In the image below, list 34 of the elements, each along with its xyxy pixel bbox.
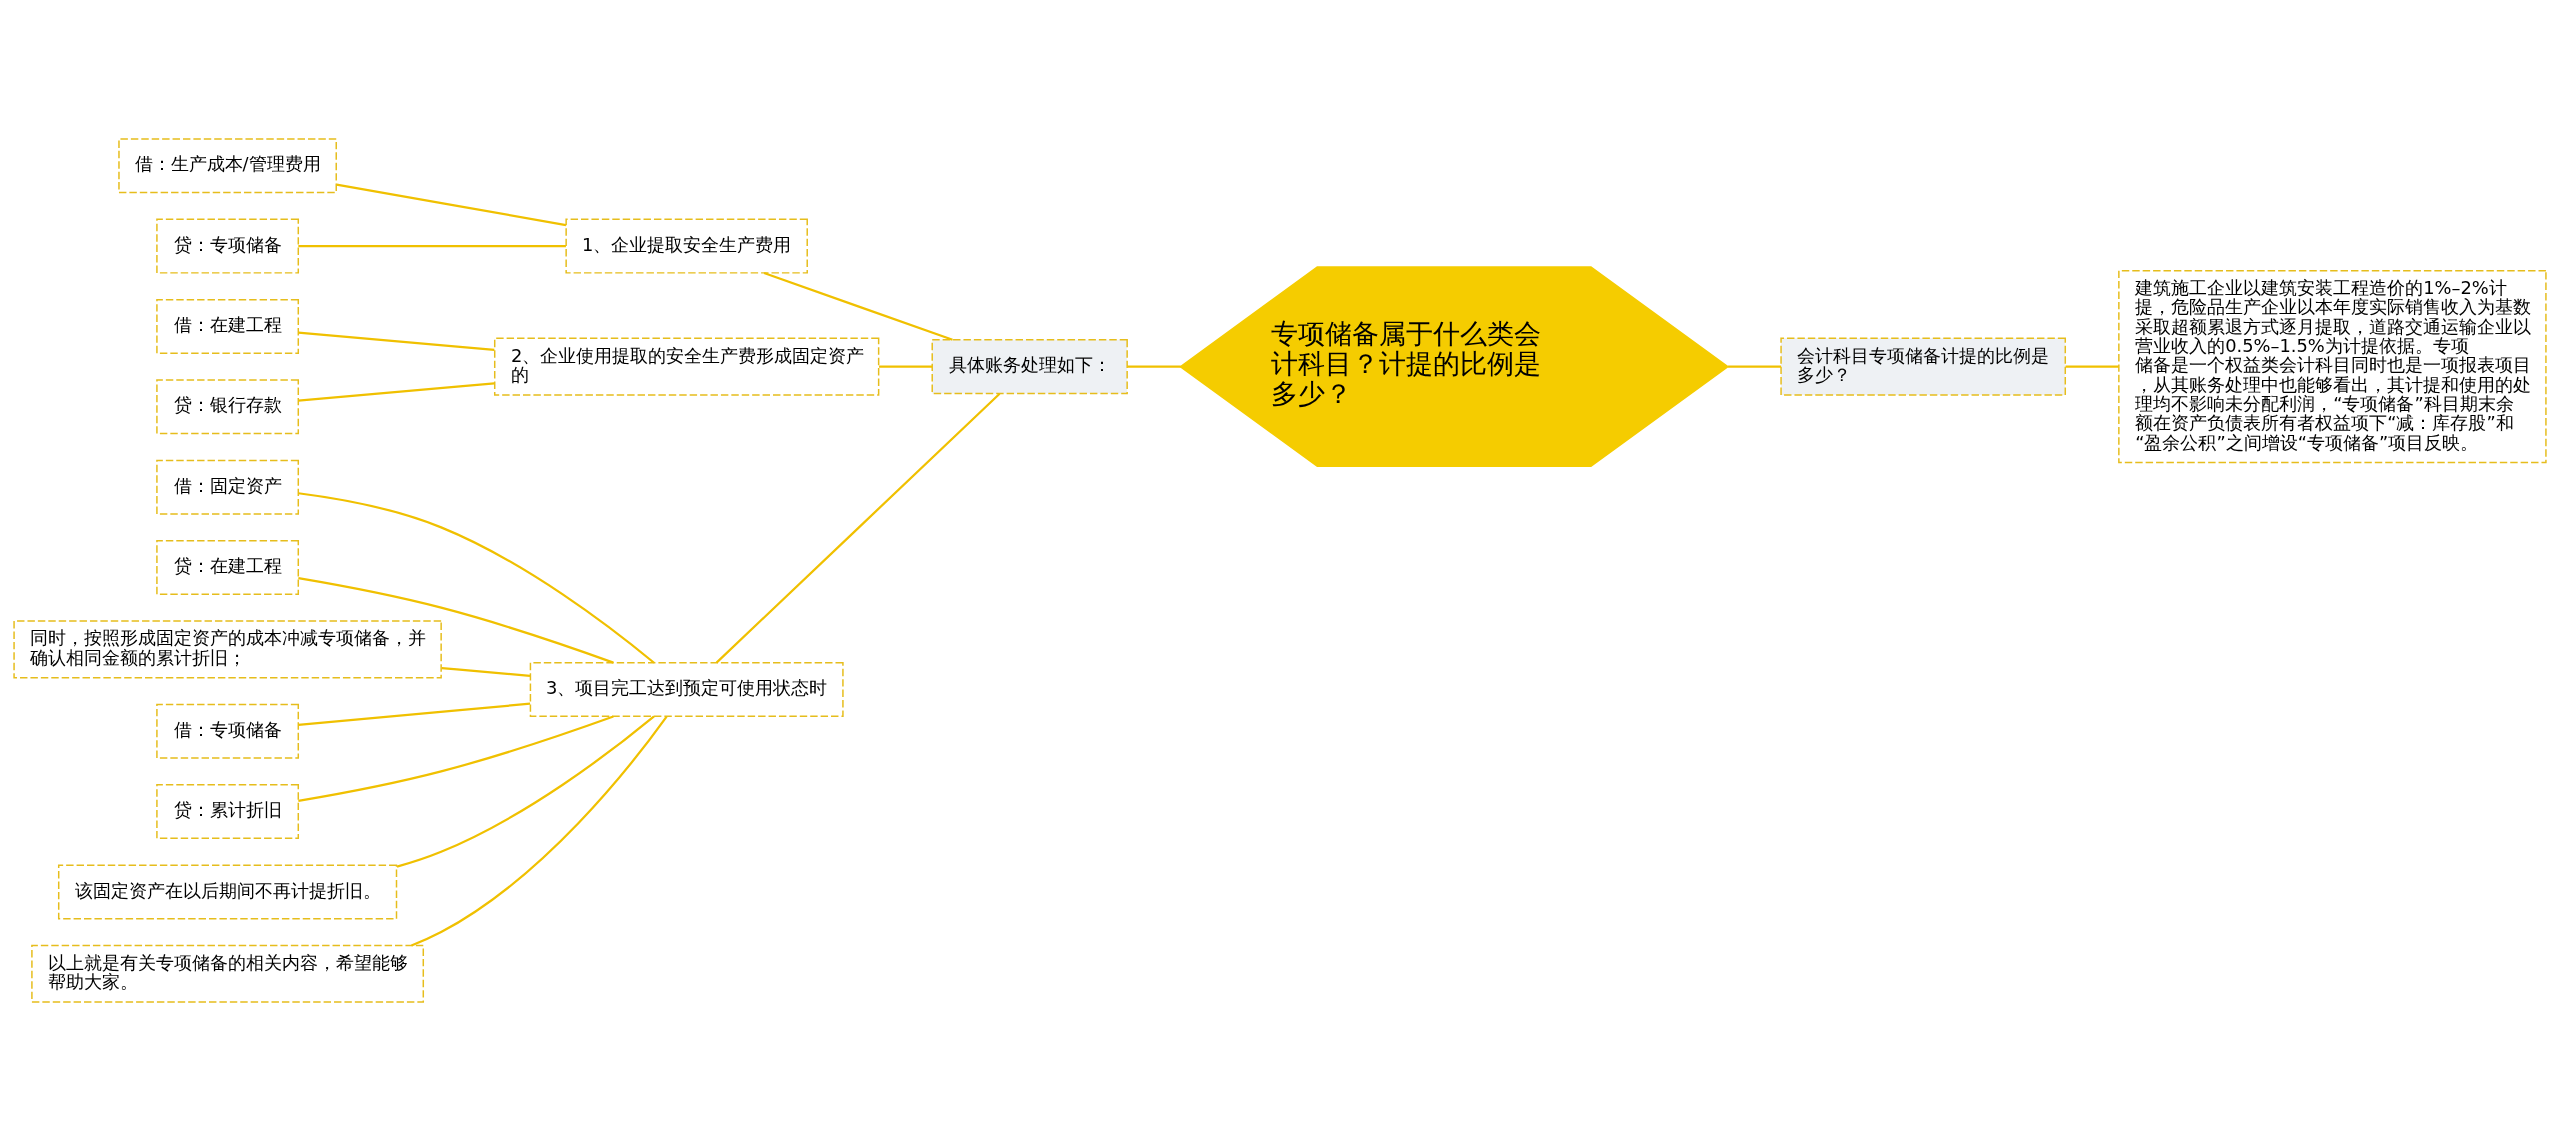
connector [411,715,668,947]
connector [298,492,655,664]
connector [298,382,495,402]
node-box: 借：生产成本/管理费用 [118,138,337,194]
connector [396,715,655,868]
connector [879,365,933,368]
node-box: 2、企业使用提取的安全生产费形成固定资产的 [493,337,880,396]
connector [1127,365,1181,368]
connector [298,702,531,726]
node-box: 借：固定资产 [156,459,300,515]
node-box: 以上就是有关专项储备的相关内容，希望能够帮助大家。 [31,944,425,1003]
connector [298,715,614,802]
connector [1728,365,1781,368]
node-box: 借：在建工程 [156,298,300,354]
connector [441,667,531,677]
connector [298,245,566,248]
connector [2065,365,2119,368]
node-box: 贷：在建工程 [156,540,300,596]
node-box: 会计科目专项储备计提的比例是多少？ [1780,337,2067,396]
node-box: 贷：银行存款 [156,379,300,435]
node-box: 贷：专项储备 [156,218,300,274]
node-box: 具体账务处理如下： [931,339,1128,395]
node-box: 贷：累计折旧 [156,784,300,840]
node-box: 建筑施工企业以建筑安装工程造价的1%–2%计提，危险品生产企业以本年度实际销售收入为基数采取超额累退方式逐月提取，道路交通运输企业以营业收入的0.5%–1.5%为计提依据。专项储备是一个权益类会计科目同时也是一项报表项目，从其账务处理中也能够看出，其计提和使用的处理均不影响未分配利润，“专项储备”科目期末余额在资产负债表所有者权益项下“减：库存股”和“盈余公积”之间增设“专项储备”项目反映。 [2118,269,2547,464]
node-box: 借：专项储备 [156,703,300,759]
connector [336,183,567,227]
node-box: 3、项目完工达到预定可使用状态时 [529,662,844,718]
node-box: 该固定资产在以后期间不再计提折旧。 [57,864,398,920]
connector [298,577,614,664]
node-box: 同时，按照形成固定资产的成本冲减专项储备，并确认相同金额的累计折旧； [13,620,442,679]
connector [298,331,495,351]
node-box: 1、企业提取安全生产费用 [565,218,808,274]
connector [715,392,1001,664]
connector [763,271,953,341]
